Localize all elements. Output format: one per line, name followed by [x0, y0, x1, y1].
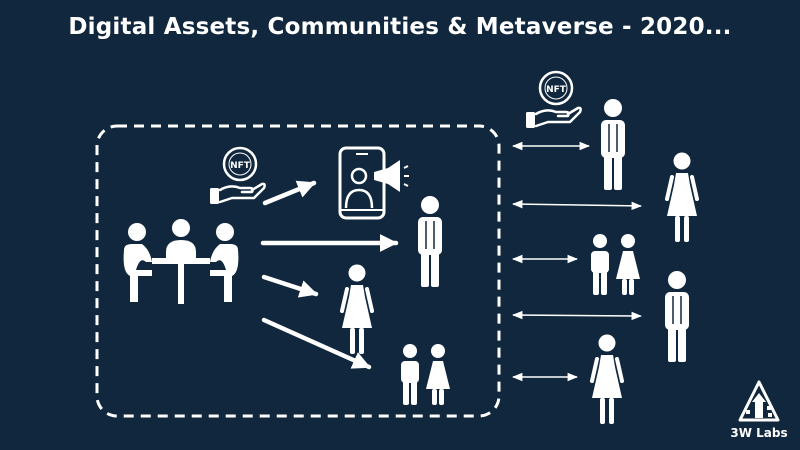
team-meeting-icon: [123, 219, 239, 304]
link-arrow: [511, 310, 643, 321]
nft-coin-hand-icon: [524, 70, 582, 130]
man-icon: [600, 98, 626, 191]
arrow-to-influencer: [262, 180, 317, 206]
woman-icon: [590, 332, 624, 426]
nft-coin-label: NFT: [230, 161, 251, 171]
nft-coin-hand-icon: [208, 146, 266, 206]
community-boundary: [95, 124, 501, 418]
3w-labs-logo-icon: [738, 380, 780, 422]
woman-icon: [340, 262, 374, 356]
brand-name: 3W Labs: [730, 426, 788, 440]
diagram-title: Digital Assets, Communities & Metaverse …: [68, 14, 732, 40]
woman-icon: [665, 150, 699, 244]
arrow-to-woman: [261, 274, 319, 298]
boy-girl-icon: [401, 344, 450, 405]
link-arrow: [511, 199, 643, 211]
man-icon: [664, 270, 690, 363]
phone-megaphone-influencer-icon: [338, 146, 409, 220]
man-icon: [417, 195, 443, 288]
nft-coin-label: NFT: [546, 85, 567, 95]
boy-girl-icon: [591, 234, 640, 295]
arrow-to-kids: [261, 317, 372, 370]
